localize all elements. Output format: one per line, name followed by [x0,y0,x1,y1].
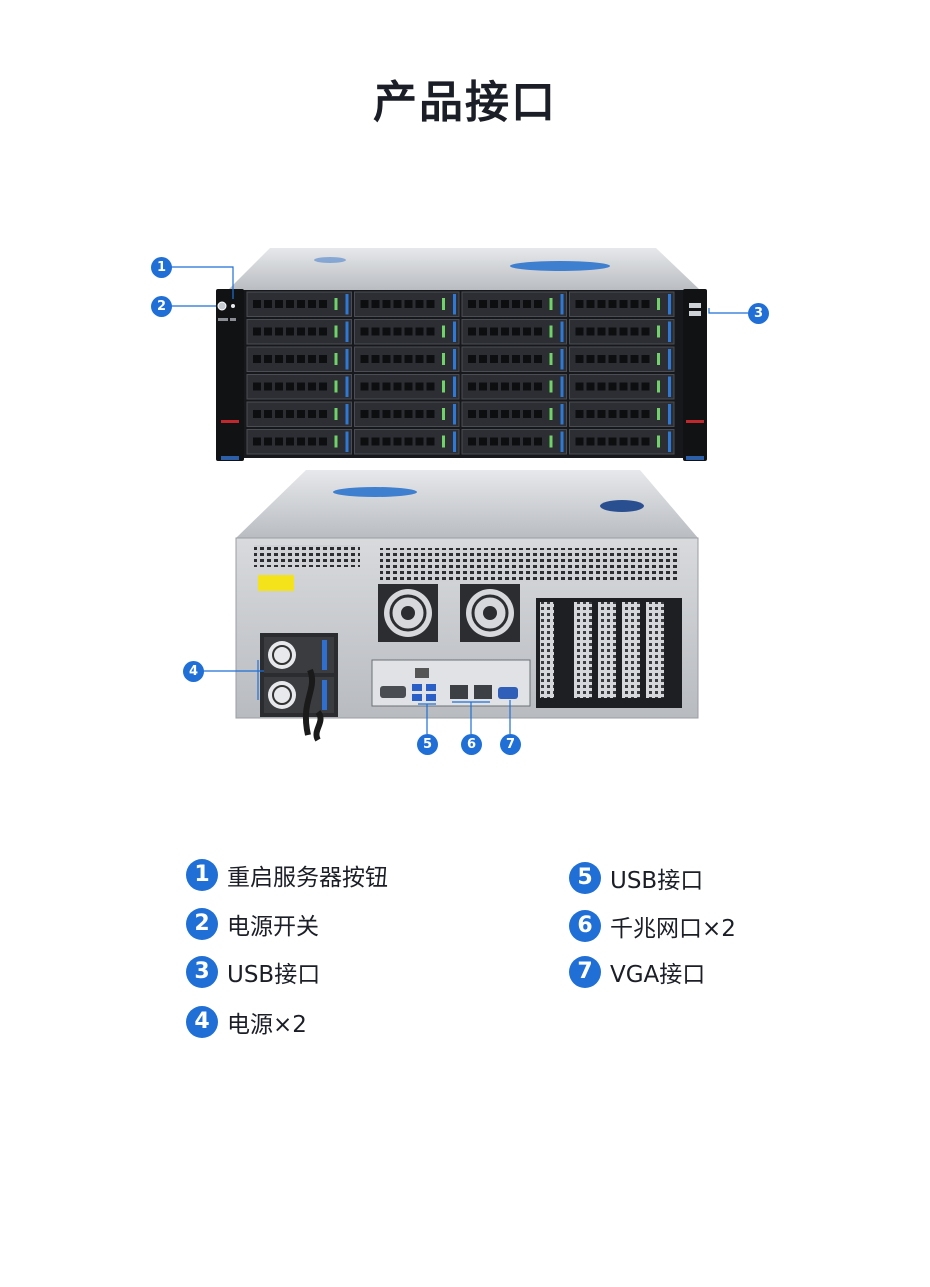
left-ear [216,289,244,461]
lan-port [474,685,492,699]
legend-item-reset: 1 重启服务器按钮 [186,858,388,892]
drive-bay [461,429,567,455]
marker-2: 2 [151,296,172,317]
drive-bay [246,291,352,317]
legend-label: 千兆网口×2 [610,916,736,942]
marker-4: 4 [183,661,204,682]
front-server [216,248,707,461]
drive-bay [461,319,567,345]
legend-item-psu: 4 电源×2 [186,1005,307,1039]
marker-7: 7 [500,734,521,755]
rear-usb-port [412,694,422,701]
drive-bays [246,291,675,455]
rear-usb-port [426,694,436,701]
legend-label: 重启服务器按钮 [227,865,388,891]
legend-item-lan: 6 千兆网口×2 [569,909,736,943]
rear-vent [380,548,680,582]
page-title: 产品接口 [373,77,557,128]
drive-bay [246,429,352,455]
marker-6: 6 [461,734,482,755]
server-illustration [171,248,748,742]
lan-port [450,685,468,699]
reset-button [231,304,235,308]
drive-bay [354,429,460,455]
drive-bay [246,401,352,427]
legend-label: 电源×2 [227,1012,307,1038]
legend-item-rear-usb: 5 USB接口 [569,861,703,895]
drive-bay [246,346,352,372]
marker-1: 1 [151,257,172,278]
legend-label: USB接口 [227,962,321,988]
drive-bay [246,374,352,400]
drive-bay [461,374,567,400]
drive-bay [569,374,675,400]
front-usb-port [689,311,701,316]
legend-number-badge: 3 [186,956,218,988]
drive-bay [354,401,460,427]
serial-port [380,686,406,698]
legend-number-badge: 7 [569,956,601,988]
right-ear [683,289,707,461]
drive-bay [569,429,675,455]
legend-item-vga: 7 VGA接口 [569,955,705,989]
drive-bay [569,401,675,427]
front-usb-port [689,303,701,308]
drive-bay [354,346,460,372]
rear-usb-port [426,684,436,691]
optional-label [258,575,294,591]
vga-port [498,687,518,699]
io-panel [371,659,531,707]
drive-bay [354,319,460,345]
drive-bay [354,291,460,317]
legend-number-badge: 4 [186,1006,218,1038]
legend-item-power-switch: 2 电源开关 [186,907,319,941]
drive-bay [461,291,567,317]
marker-5: 5 [417,734,438,755]
legend-number-badge: 1 [186,859,218,891]
legend-item-front-usb: 3 USB接口 [186,955,320,989]
legend-number-badge: 2 [186,908,218,940]
legend-label: VGA接口 [610,962,706,988]
legend-number-badge: 5 [569,862,601,894]
drive-bay [461,346,567,372]
rear-server [235,470,699,742]
drive-bay [569,319,675,345]
leader-lines [171,266,748,734]
drive-bay [461,401,567,427]
io-rj45-top [415,668,429,678]
drive-bay [246,319,352,345]
legend-label: USB接口 [610,868,704,894]
legend-number-badge: 6 [569,910,601,942]
legend-label: 电源开关 [227,914,319,940]
power-button [217,301,227,311]
drive-bay [569,291,675,317]
marker-3: 3 [748,303,769,324]
drive-bay [354,374,460,400]
drive-bay [569,346,675,372]
rear-usb-port [412,684,422,691]
